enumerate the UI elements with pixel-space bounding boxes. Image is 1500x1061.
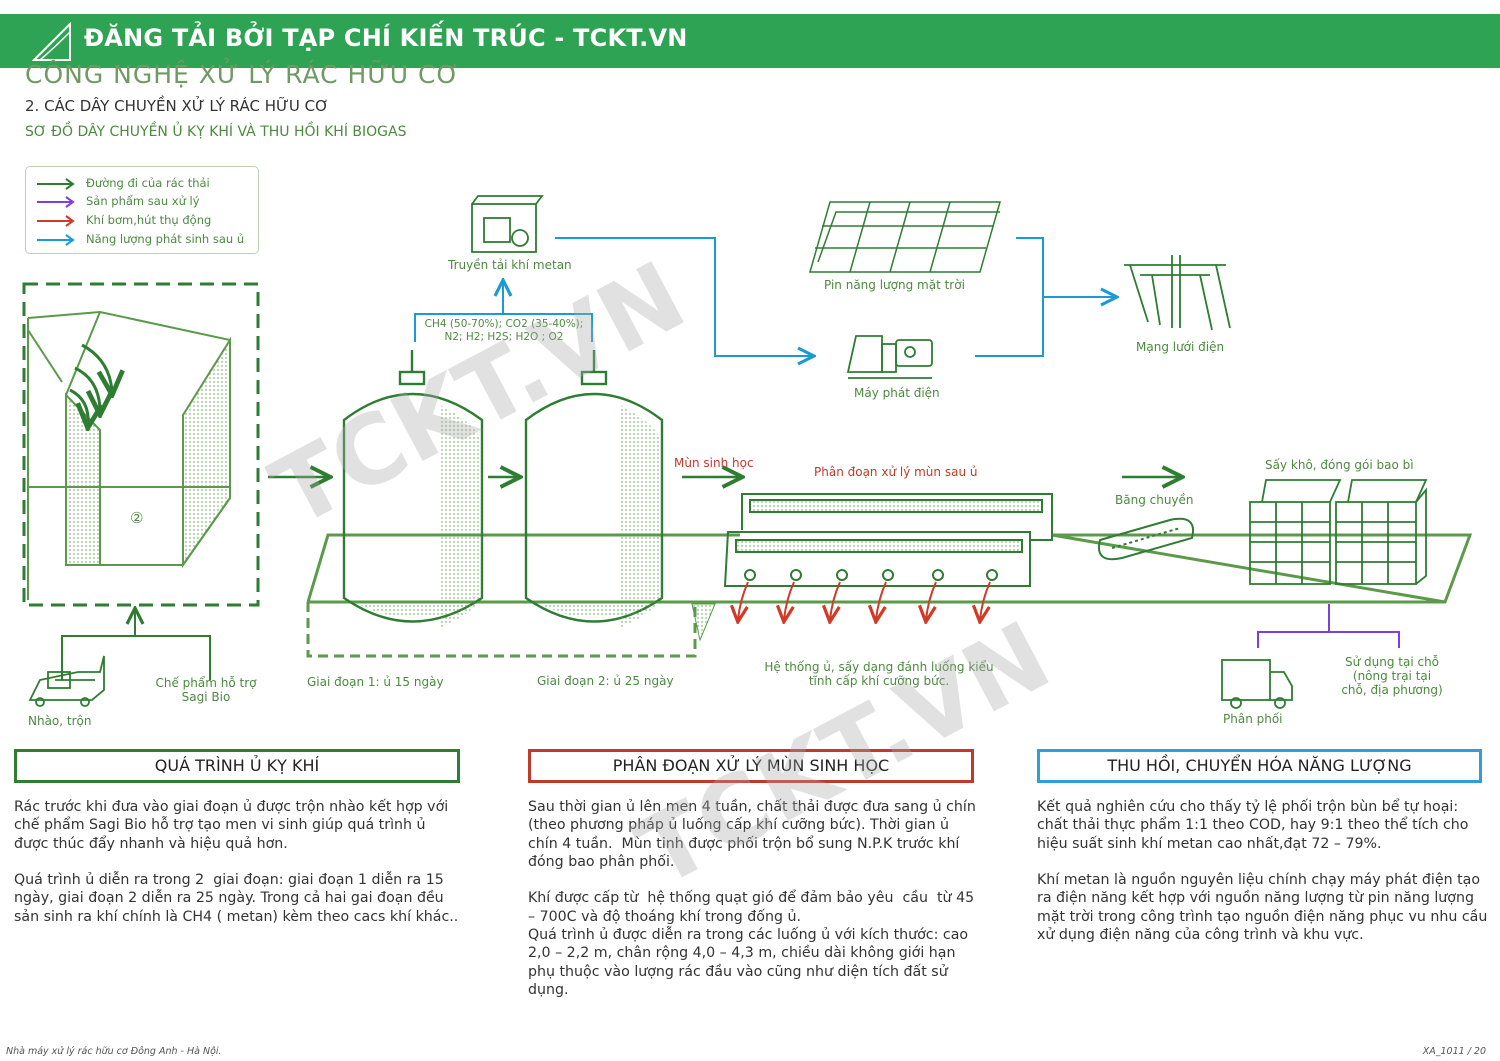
label-distribution: Phân phối (1223, 712, 1283, 726)
label-humus-stage: Phân đoạn xử lý mùn sau ủ (814, 465, 978, 479)
header-banner: ĐĂNG TẢI BỞI TẠP CHÍ KIẾN TRÚC - TCKT.VN (0, 14, 1500, 68)
box-energy: THU HỒI, CHUYỂN HÓA NĂNG LƯỢNG (1037, 749, 1482, 783)
logo-icon (32, 22, 71, 61)
label-power-grid: Mạng lưới điện (1136, 340, 1225, 354)
mixer-machine-icon (28, 655, 105, 707)
label-mixing: Nhào, trộn (28, 714, 92, 728)
label-drying: Sấy khô, đóng gói bao bì (1265, 458, 1414, 472)
box-anaerobic: QUÁ TRÌNH Ủ KỴ KHÍ (14, 749, 460, 783)
compressor-icon (471, 195, 544, 253)
ground-platform (306, 533, 1473, 604)
label-gas-composition: CH4 (50-70%); CO2 (35-40%); N2; H2; H2S;… (424, 318, 584, 343)
mixing-pit (27, 310, 231, 600)
label-conveyor: Băng chuyền (1115, 493, 1194, 507)
page-title: CÔNG NGHỆ XỬ LÝ RÁC HỮU CƠ (25, 60, 461, 89)
digester-tank-1 (342, 350, 484, 628)
legend-label: Đường đi của rác thải (86, 176, 210, 190)
generator-icon (846, 335, 933, 379)
legend-label: Sản phẩm sau xử lý (86, 194, 200, 208)
section-subtitle: SƠ ĐỒ DÂY CHUYỀN Ủ KỴ KHÍ VÀ THU HỒI KHÍ… (25, 124, 407, 140)
footer-left: Nhà máy xử lý rác hữu cơ Đông Anh - Hà N… (6, 1046, 222, 1057)
legend: Đường đi của rác thải Sản phẩm sau xử lý… (25, 166, 259, 254)
label-pit-number: ② (130, 509, 144, 527)
label-solar-panels: Pin năng lượng mặt trời (824, 278, 965, 292)
power-pole-icon (1124, 255, 1231, 331)
footer-right: XA_1011 / 20 (1422, 1046, 1486, 1057)
banner-text: ĐĂNG TẢI BỞI TẠP CHÍ KIẾN TRÚC - TCKT.VN (84, 24, 688, 52)
label-sagi-bio: Chế phẩm hỗ trợ Sagi Bio (155, 676, 257, 704)
windrow-trays (723, 493, 1053, 587)
arrow-right-icon (37, 196, 75, 208)
mixing-pit-frame (22, 282, 260, 607)
paragraph-energy: Kết quả nghiên cứu cho thấy tỷ lệ phối t… (1037, 799, 1488, 944)
legend-label: Năng lượng phát sinh sau ủ (86, 232, 245, 246)
arrow-right-icon (37, 178, 75, 190)
pallet-stack-icon (1249, 479, 1428, 585)
paragraph-humus: Sau thời gian ủ lên men 4 tuần, chất thả… (528, 799, 976, 998)
label-windrow-system: Hệ thống ủ, sấy dạng đánh luống kiểu tĩn… (764, 660, 994, 688)
label-methane-transport: Truyền tải khí metan (448, 258, 572, 272)
label-local-use: Sử dụng tại chỗ (nông trại tại chỗ, địa … (1341, 655, 1443, 697)
section-title: 2. CÁC DÂY CHUYỀN XỬ LÝ RÁC HỮU CƠ (25, 97, 329, 115)
digester-tank-2 (524, 350, 664, 628)
legend-label: Khí bơm,hút thụ động (86, 213, 212, 227)
solar-panel-icon (809, 201, 1001, 273)
box-humus: PHÂN ĐOẠN XỬ LÝ MÙN SINH HỌC (528, 749, 974, 783)
arrow-right-icon (37, 215, 75, 227)
label-stage1: Giai đoạn 1: ủ 15 ngày (307, 675, 444, 689)
label-generator: Máy phát điện (854, 386, 940, 400)
label-stage2: Giai đoạn 2: ủ 25 ngày (537, 674, 674, 688)
paragraph-anaerobic: Rác trước khi đưa vào giai đoạn ủ được t… (14, 799, 459, 925)
label-humus: Mùn sinh học (674, 456, 754, 470)
conveyor-icon (1098, 517, 1194, 561)
arrow-right-icon (37, 234, 75, 246)
truck-icon (1221, 659, 1293, 709)
